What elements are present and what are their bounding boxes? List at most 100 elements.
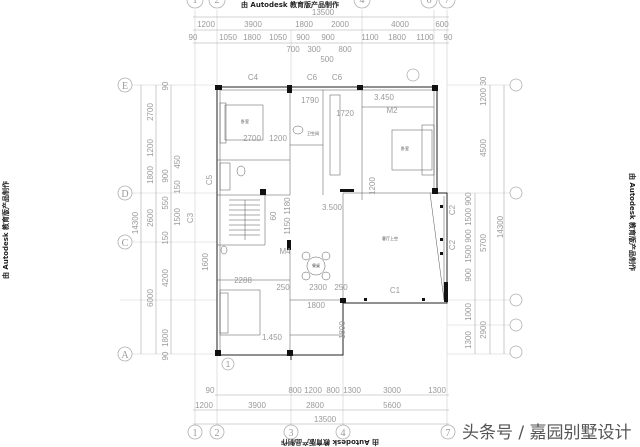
dimension-text: 1050 bbox=[219, 33, 237, 42]
axis-label: D bbox=[121, 189, 128, 200]
dimension-text: 90 bbox=[206, 386, 215, 395]
left-dimensions: 14300 2700 1200 1800 2600 6000 90 450 90… bbox=[131, 81, 182, 360]
window-label: C4 bbox=[248, 73, 259, 82]
dimension-text: 1300 bbox=[428, 386, 446, 395]
dimension-text: 90 bbox=[161, 81, 170, 90]
axis-label: 1 bbox=[193, 0, 198, 6]
inner-dimensions: 3.450 3.500 1.450 1790 1720 2700 1200 12… bbox=[201, 93, 395, 342]
axis-label: 3 bbox=[289, 428, 294, 439]
autodesk-watermark-left: 由 Autodesk 教育版产品制作 bbox=[1, 181, 10, 279]
dimension-text: 30 bbox=[479, 76, 488, 85]
dimension-text: 250 bbox=[276, 283, 290, 292]
axis-label: 2 bbox=[215, 428, 220, 439]
dimension-text: 1500 bbox=[173, 208, 182, 226]
section-marker-label: 1 bbox=[226, 360, 231, 369]
top-dimensions: 13500 1200 3900 1800 2000 4000 600 90 10… bbox=[189, 8, 453, 64]
opening-labels: C4 C6 C6 C5 C3 C2 C2 C1 M2 M4 bbox=[186, 73, 457, 295]
dimension-text: 1150 bbox=[283, 217, 292, 235]
window-label: C2 bbox=[448, 204, 457, 215]
dimension-text: 1300 bbox=[464, 331, 473, 349]
dimension-text: 900 bbox=[161, 169, 170, 183]
dimension-text: 1500 bbox=[464, 208, 473, 226]
walls bbox=[216, 86, 448, 360]
dimension-text: 1790 bbox=[301, 96, 319, 105]
dimension-text: 1300 bbox=[343, 386, 361, 395]
dimension-text: 1600 bbox=[201, 253, 210, 271]
window-label: C1 bbox=[390, 286, 401, 295]
dimension-text: 900 bbox=[464, 268, 473, 282]
axis-label: 2 bbox=[215, 0, 220, 6]
dimension-text: 250 bbox=[334, 283, 348, 292]
section-marker-icon-top bbox=[406, 68, 420, 82]
room-label: 餐桌 bbox=[312, 262, 320, 268]
dimension-text: 550 bbox=[161, 196, 170, 210]
dimension-text: 1200 bbox=[304, 386, 322, 395]
dimension-text: 13500 bbox=[314, 415, 337, 424]
dimension-text: 14300 bbox=[131, 211, 140, 234]
dimension-text: 1200 bbox=[368, 177, 377, 195]
dimension-text: 4000 bbox=[391, 20, 409, 29]
dimension-text: 700 bbox=[286, 45, 300, 54]
dimension-text: 500 bbox=[320, 55, 334, 64]
dimension-text: 2000 bbox=[331, 20, 349, 29]
dimension-text: 1800 bbox=[295, 20, 313, 29]
dimension-text: 14300 bbox=[496, 215, 505, 238]
axis-label: 4 bbox=[360, 0, 365, 6]
columns bbox=[215, 85, 448, 356]
bottom-dimensions: 90 800 1200 800 1300 3000 1300 1200 3900… bbox=[193, 386, 449, 425]
dimension-text: 300 bbox=[307, 45, 321, 54]
dimension-text: 1800 bbox=[146, 166, 155, 184]
wardrobe bbox=[329, 94, 341, 176]
axis-bubbles-left: E D C A bbox=[117, 77, 133, 362]
window-label: C2 bbox=[448, 239, 457, 250]
dimension-text: 5700 bbox=[479, 234, 488, 252]
dimension-text: 450 bbox=[173, 155, 182, 169]
dimension-text: 1800 bbox=[388, 33, 406, 42]
dimension-text: 1200 bbox=[195, 401, 213, 410]
dimension-text: 1720 bbox=[336, 109, 354, 118]
dimension-text: 1000 bbox=[464, 303, 473, 321]
room-label: 客厅上空 bbox=[382, 235, 398, 241]
dimension-text: 2288 bbox=[234, 276, 252, 285]
dimension-text: 1200 bbox=[269, 134, 287, 143]
dining-table bbox=[306, 256, 326, 276]
axis-bubbles-bottom: 1 2 3 4 7 bbox=[187, 424, 456, 440]
dimension-text: 3000 bbox=[383, 386, 401, 395]
dimension-text: 1200 bbox=[197, 20, 215, 29]
dimension-text: 2700 bbox=[146, 103, 155, 121]
window-label: C5 bbox=[205, 174, 214, 185]
room-label: 卫生间 bbox=[307, 130, 319, 136]
axis-label: 6 bbox=[427, 0, 432, 6]
dimension-text: 4500 bbox=[479, 139, 488, 157]
dimension-text: 1800 bbox=[338, 321, 347, 339]
source-watermark: 头条号 / 嘉园别墅设计 bbox=[462, 423, 632, 443]
toilet bbox=[292, 125, 304, 135]
dimension-text: 13500 bbox=[312, 8, 335, 17]
dimension-text: 800 bbox=[338, 45, 352, 54]
dimension-text: 1200 bbox=[146, 139, 155, 157]
dimension-text: 2300 bbox=[309, 283, 327, 292]
dimension-text: 5600 bbox=[383, 401, 401, 410]
right-dimensions: 14300 30 1200 4500 5700 2900 900 1500 90… bbox=[464, 76, 505, 354]
dimension-text: 800 bbox=[288, 386, 302, 395]
toilet-2 bbox=[236, 165, 246, 177]
axis-bubbles-right bbox=[509, 78, 523, 359]
dimension-text: 900 bbox=[321, 33, 335, 42]
section-marker-icon bbox=[221, 357, 235, 371]
elevation-mark: 3.450 bbox=[374, 93, 395, 102]
dimension-text: 2900 bbox=[479, 321, 488, 339]
autodesk-watermark-top: 由 Autodesk 教育版产品制作 bbox=[241, 0, 339, 9]
elevation-mark: 1.450 bbox=[262, 333, 283, 342]
bathtub bbox=[219, 162, 231, 191]
autodesk-watermark-right: 由 Autodesk 教育版产品制作 bbox=[628, 173, 637, 271]
window-label: C6 bbox=[332, 73, 343, 82]
dimension-text: 1180 bbox=[283, 197, 292, 215]
axis-label: 7 bbox=[446, 428, 451, 439]
window-label: C3 bbox=[186, 212, 195, 223]
dimension-text: 1800 bbox=[243, 33, 261, 42]
room-label: 卧室 bbox=[401, 145, 409, 151]
dimension-text: 1050 bbox=[269, 33, 287, 42]
dimension-text: 150 bbox=[161, 231, 170, 245]
axis-label: E bbox=[122, 81, 128, 92]
